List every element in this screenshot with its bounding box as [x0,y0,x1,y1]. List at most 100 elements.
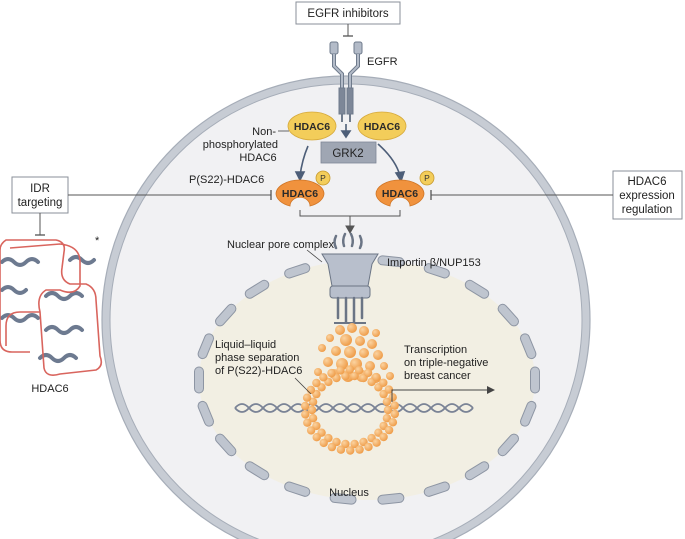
condensate-droplet [382,397,392,406]
egfr-inhibitors-box: EGFR inhibitors [295,1,401,37]
asterisk: * [95,235,100,247]
condensate-droplet [312,433,321,442]
signaling-arrows [294,124,406,183]
condensate-droplet [307,405,317,415]
ps22-hdac6-label: P(S22)-HDAC6 [189,174,264,186]
hdac6-droplet [359,326,369,336]
condensate-droplet [312,378,321,388]
condensate-droplet [390,401,399,410]
hdac6-droplet [331,346,341,356]
condensate-droplet [390,409,399,419]
llps-line1: Liquid–liquid [215,339,276,351]
condensate-droplet [308,414,318,423]
hdac6-idr-chain [0,239,103,376]
hdac6-phospho-left: HDAC6 P [275,170,331,207]
idr-targeting-line1: IDR [30,183,50,195]
condensate-droplet [379,432,388,442]
nuclear-envelope-segment [497,433,519,457]
llps-line2: phase separation [215,352,299,364]
condensate-droplet [306,385,316,395]
condensate-droplet [384,385,394,394]
condensate-droplet [345,365,354,374]
nuclear-envelope-segment [215,433,237,457]
hdac6-droplet [380,362,388,370]
hdac6-phospho-right-label: HDAC6 [382,188,418,200]
condensate-droplet [327,442,337,452]
transcription-line1: Transcription [404,344,467,356]
condensate-droplet [341,439,350,449]
hdac6-droplet [314,368,322,376]
nuclear-envelope-segment [497,303,519,327]
dna [234,403,474,413]
nuclear-envelope-segment [215,303,237,327]
phospho-left [315,170,331,186]
hdac6-droplet [335,325,345,335]
nuclear-envelope-segment [244,279,270,299]
condensate-droplet [364,442,373,452]
hdac6-droplet [355,336,365,346]
condensate-droplet [319,373,328,382]
condensate-droplet [383,405,393,415]
expression-regulation-box: HDAC6 expression regulation [430,170,683,220]
hdac6-droplet [318,344,326,352]
condensate-droplet [354,366,364,375]
condensate-droplet [379,378,388,387]
phospho-right-label: P [424,173,430,183]
nucleus-label: Nucleus [329,487,369,499]
condensate-droplet [303,418,312,427]
condensate-droplet [336,445,346,454]
condensate-droplet [372,372,381,382]
merge-arrow [299,210,401,235]
nuclear-envelope [194,255,540,505]
phospho-left-label: P [320,173,326,183]
condensate-droplet [355,445,364,454]
condensate-droplet [350,439,359,449]
hdac6-droplet [359,348,369,358]
nuclear-envelope-segment [244,461,270,481]
egfr-label: EGFR [367,56,398,68]
nuclear-envelope-segment [197,400,215,427]
nuclear-envelope-segment [329,492,357,505]
condensate-droplet [302,393,312,402]
nuclear-envelope-segment [519,400,537,427]
idr-targeting-line2: targeting [18,197,63,209]
idr-targeting-box: IDR targeting [11,176,272,236]
hdac6-droplet [372,329,380,337]
non-phospho-line2: phosphorylated [203,139,278,151]
hdac6-helices [0,255,96,363]
non-phosphorylated-label: Non- phosphorylated HDAC6 [203,126,289,164]
hdac6-droplet [373,350,383,360]
non-phospho-line1: Non- [252,126,276,138]
nuclear-envelope-segment [519,333,537,360]
expr-reg-line1: HDAC6 [628,176,667,188]
hdac6-droplet [347,323,357,333]
phospho-right [419,170,435,186]
importin-label: Importin β/NUP153 [387,257,481,269]
condensate-droplet [319,438,328,448]
condensate-droplet [384,425,394,435]
nuclear-envelope-segment [423,263,450,279]
nuclear-envelope-segment [423,481,450,497]
hdac6-droplet [386,372,394,380]
dna-strand-b [234,406,474,413]
hdac6-left-top: HDAC6 [287,111,337,141]
expr-reg-line3: regulation [622,204,673,216]
nuclear-envelope-segment [377,255,405,268]
grk2-label: GRK2 [332,148,363,160]
nuclear-envelope-segment [530,366,540,394]
hdac6-droplet [344,346,356,358]
egfr-inhibitors-label: EGFR inhibitors [307,8,388,20]
transcription-line2: on triple-negative [404,357,488,369]
expr-reg-line2: expression [619,190,675,202]
nuclear-envelope-segment [377,492,405,505]
hdac6-structure: * HDAC6 [0,235,103,395]
hdac6-droplet [340,334,352,346]
condensate-droplet [382,414,392,423]
non-phospho-line3: HDAC6 [239,152,276,164]
hdac6-phospho-left-label: HDAC6 [282,188,318,200]
condensate-droplet [308,397,318,406]
nuclear-envelope-segment [197,333,215,360]
transcription-arrow [391,386,495,402]
